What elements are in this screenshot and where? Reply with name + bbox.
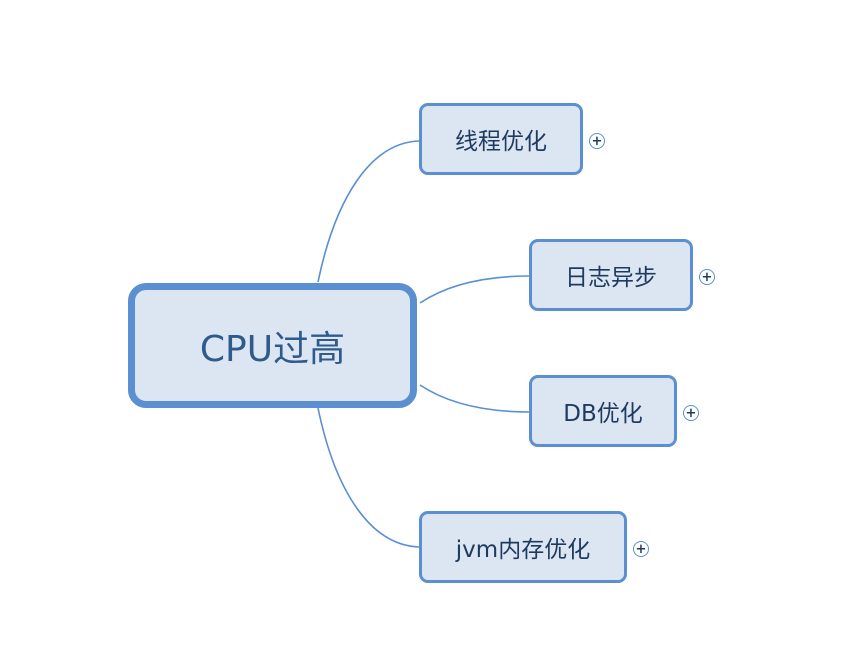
branch-topic-label: 日志异步	[565, 265, 657, 291]
branch-topic[interactable]: DB优化	[529, 375, 677, 447]
branch-topic-label: DB优化	[563, 401, 643, 427]
plus-glyph: +	[591, 133, 603, 149]
plus-glyph: +	[701, 269, 713, 285]
branch-topic-label: jvm内存优化	[455, 537, 591, 563]
connector-branch-0	[317, 140, 421, 283]
branch-topic[interactable]: 线程优化	[419, 103, 583, 175]
connector-branch-1	[419, 275, 531, 304]
central-topic-label: CPU过高	[199, 328, 346, 370]
central-topic[interactable]: CPU过高	[128, 283, 417, 408]
branch-topic[interactable]: 日志异步	[529, 239, 693, 311]
expand-plus-icon[interactable]: +	[589, 133, 605, 149]
expand-plus-icon[interactable]: +	[699, 269, 715, 285]
plus-glyph: +	[685, 405, 697, 421]
connector-branch-3	[317, 407, 421, 548]
plus-glyph: +	[635, 541, 647, 557]
branch-topic[interactable]: jvm内存优化	[419, 511, 627, 583]
connector-branch-2	[419, 384, 531, 413]
branch-topic-label: 线程优化	[455, 129, 547, 155]
expand-plus-icon[interactable]: +	[633, 541, 649, 557]
expand-plus-icon[interactable]: +	[683, 405, 699, 421]
